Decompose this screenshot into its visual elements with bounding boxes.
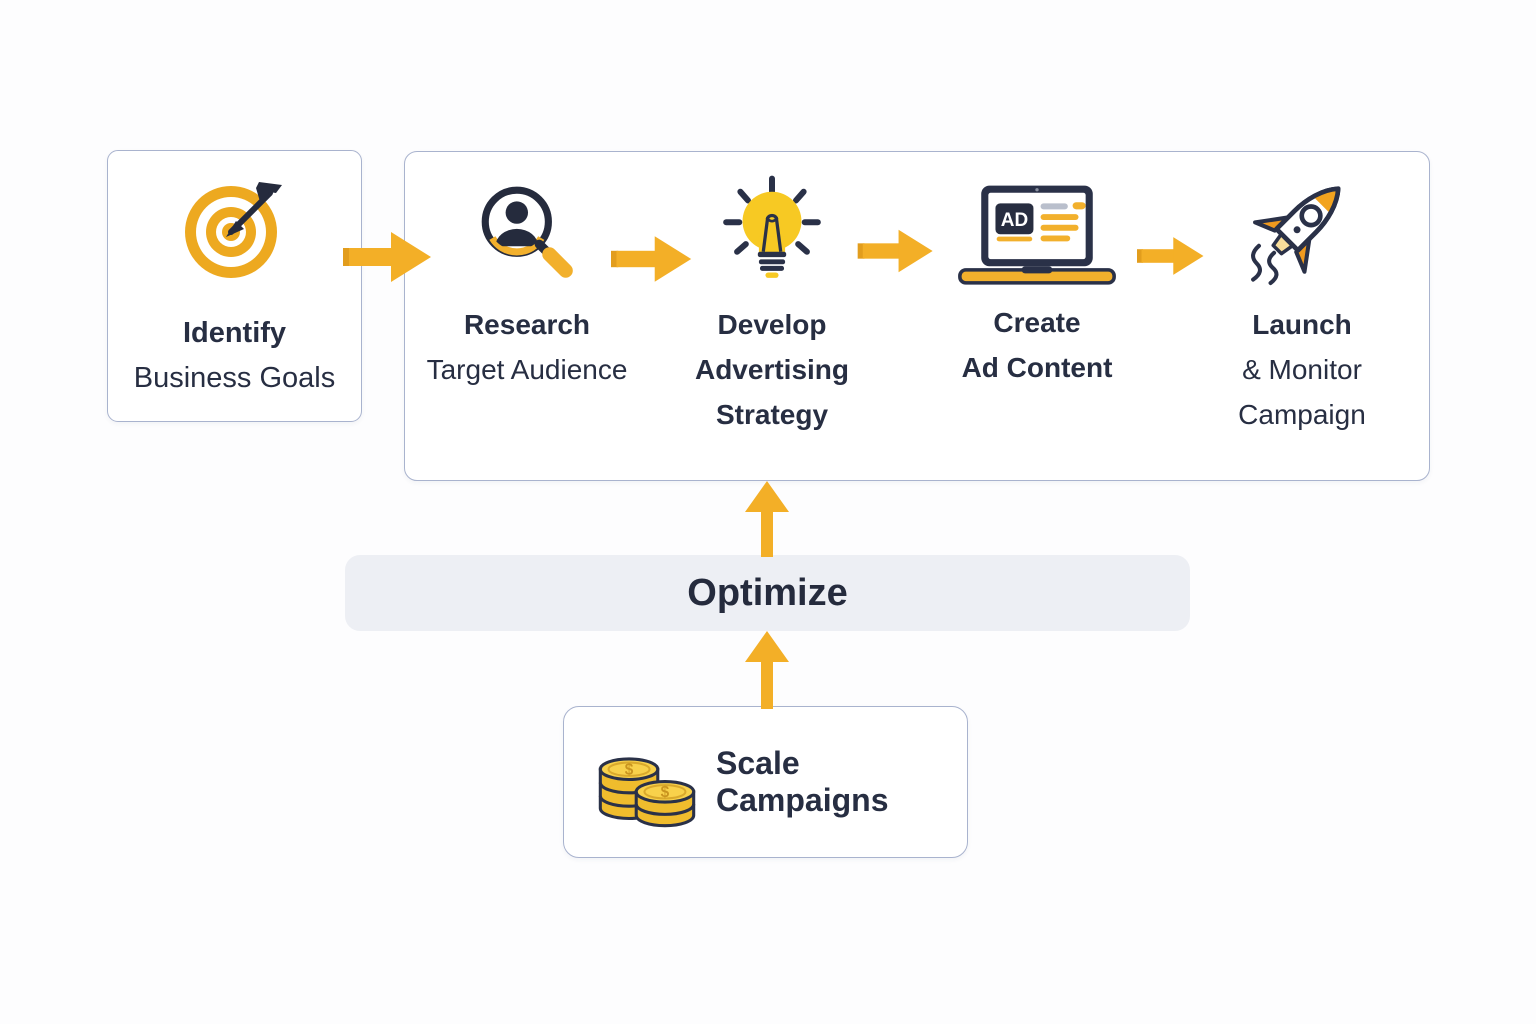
develop-line-3: Strategy [715, 399, 829, 430]
identify-line-2: Business Goals [133, 362, 336, 394]
step-develop-advertising-strategy: Develop Advertising Strategy [657, 160, 887, 437]
coins-icon: $ $ [588, 726, 706, 839]
step-launch-monitor-campaign: Launch & Monitor Campaign [1187, 164, 1417, 437]
feedback-arrow-scale-to-optimize [744, 631, 790, 714]
step-create-ad-content: AD Create Ad Content [922, 178, 1152, 390]
coin-dollar-sign: $ [661, 783, 670, 800]
target-icon [180, 171, 290, 287]
rocket-icon [1187, 164, 1417, 302]
research-line-1: Research [463, 309, 591, 340]
develop-line-1: Develop [717, 309, 827, 340]
audience-magnifier-icon [412, 168, 642, 302]
feedback-arrow-optimize-to-process [744, 481, 790, 562]
flow-arrow-create-to-launch [1137, 235, 1205, 282]
create-line-2: Ad Content [961, 352, 1113, 383]
flow-arrow-identify-to-research [343, 230, 433, 289]
scale-campaigns-label: Scale Campaigns [716, 745, 889, 818]
step-research-target-audience: Research Target Audience [412, 168, 642, 392]
ad-badge-text: AD [1001, 210, 1028, 231]
optimize-bar: Optimize [345, 555, 1190, 631]
launch-line-1: Launch [1252, 309, 1352, 340]
identify-line-1: Identify [182, 317, 287, 349]
scale-campaigns-box: $ $ Scale Campaigns [563, 706, 968, 858]
create-line-1: Create [993, 307, 1081, 338]
identify-goals-box: Identify Business Goals [107, 150, 362, 422]
research-line-2: Target Audience [426, 354, 628, 385]
launch-line-3: Campaign [1238, 399, 1366, 430]
main-process-box: Research Target Audience [404, 151, 1430, 481]
lightbulb-icon [657, 160, 887, 302]
identify-goals-label: Identify Business Goals [134, 311, 336, 401]
laptop-ad-icon: AD [922, 178, 1152, 300]
develop-line-2: Advertising [694, 354, 850, 385]
coin-dollar-sign: $ [625, 761, 634, 778]
optimize-label: Optimize [687, 571, 848, 614]
flow-arrow-research-to-develop [611, 234, 693, 289]
flow-arrow-develop-to-create [857, 228, 935, 279]
launch-line-2: & Monitor [1242, 354, 1362, 385]
